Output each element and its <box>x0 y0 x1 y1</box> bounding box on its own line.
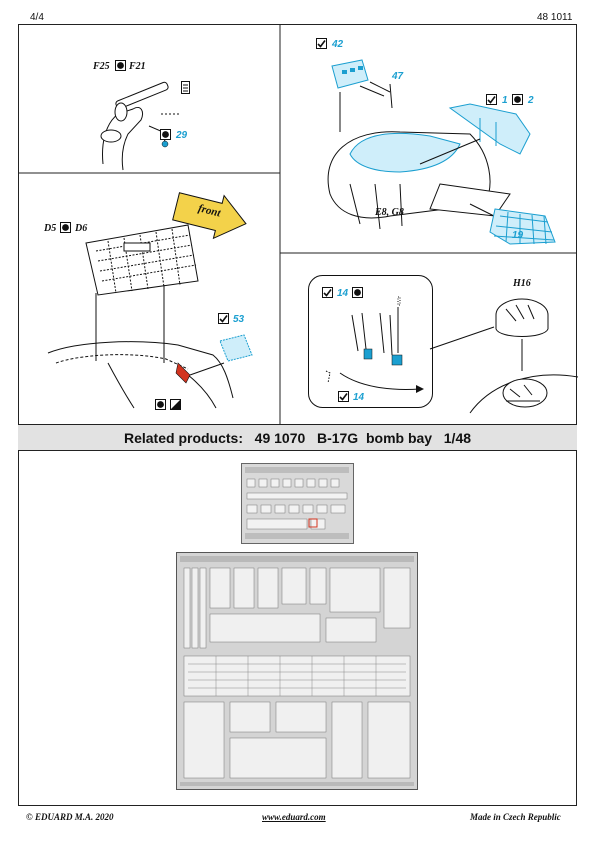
nose-glazing-drawing <box>327 59 556 245</box>
paint-icon <box>170 399 181 410</box>
etch-number-42: 42 <box>332 39 344 50</box>
copyright-text: © EDUARD M.A. 2020 <box>26 812 114 822</box>
etch-number-1: 1 <box>502 95 508 106</box>
panel-top-right: 42 47 1 2 E8, G8 19 <box>280 24 577 253</box>
website-link[interactable]: www.eduard.com <box>262 812 326 822</box>
page-frame <box>18 24 577 806</box>
part-label-h16: H16 <box>513 278 531 289</box>
etch-number-14-top: 14 <box>337 288 349 299</box>
bend-icon <box>155 399 166 410</box>
page-number: 4/4 <box>30 12 44 23</box>
bend-icon <box>352 287 363 298</box>
detail-frame <box>308 275 433 408</box>
related-scale: 1/48 <box>443 429 472 446</box>
related-prefix: Related products: <box>123 429 243 446</box>
catalog-number: 48 1011 <box>537 12 573 23</box>
photo-etch-icon <box>160 129 171 140</box>
glue-icon <box>181 81 190 94</box>
check-icon <box>322 287 333 298</box>
related-products-bar: Related products: 49 1070 B-17G bomb bay… <box>18 424 577 451</box>
part-label-d5: D5 <box>44 223 57 234</box>
check-icon <box>218 313 229 324</box>
dimension-47: 47 <box>392 71 404 82</box>
etch-number-14-bottom: 14 <box>353 392 365 403</box>
part-label-f25: F25 <box>93 61 110 72</box>
check-icon <box>316 38 327 49</box>
gun-mount-drawing <box>100 81 181 171</box>
cockpit-detail-drawing <box>325 296 579 414</box>
related-number: 49 1070 <box>254 429 306 446</box>
part-label-d6: D6 <box>75 223 88 234</box>
check-icon <box>338 391 349 402</box>
panel-top-left: F25 F21 29 <box>18 24 280 173</box>
check-icon <box>486 94 497 105</box>
part-label-f21: F21 <box>129 61 146 72</box>
part-label-e8-g8: E8, G8 <box>375 207 404 218</box>
etch-number-29: 29 <box>176 130 188 141</box>
small-etch-fret <box>241 463 354 544</box>
etch-number-19: 19 <box>512 230 524 241</box>
large-etch-fret <box>176 552 418 790</box>
origin-text: Made in Czech Republic <box>470 812 561 822</box>
bend-icon <box>115 60 126 71</box>
panel-mid-right: 14 H16 14 <box>280 253 579 424</box>
front-arrow-icon <box>172 192 247 240</box>
etch-number-2: 2 <box>528 95 534 106</box>
bend-icon <box>60 222 71 233</box>
panel-mid-left: front D5 D6 53 <box>18 173 280 424</box>
bend-icon <box>512 94 523 105</box>
etch-number-53: 53 <box>233 314 245 325</box>
bomb-bay-drawing <box>47 224 253 409</box>
related-name: B-17G bomb bay <box>316 429 433 446</box>
